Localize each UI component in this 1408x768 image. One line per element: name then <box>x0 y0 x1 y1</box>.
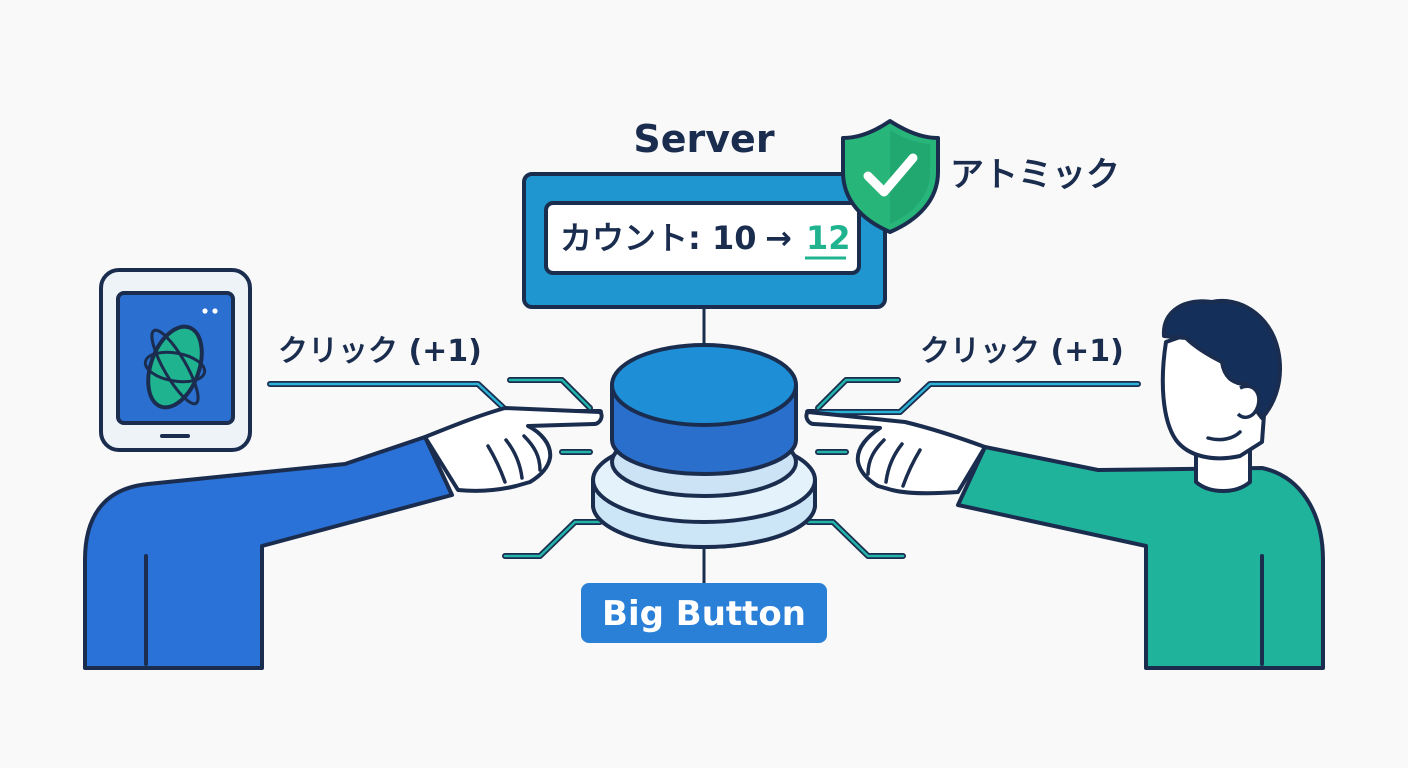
big-button-label: Big Button <box>581 583 827 643</box>
right-person <box>804 298 1325 670</box>
right-click-label: クリック (+1) <box>920 334 1124 369</box>
big-button-label-text: Big Button <box>602 594 806 634</box>
left-click-label: クリック (+1) <box>278 334 482 369</box>
right-click-line-inner <box>806 382 1140 414</box>
server-box: カウント: 10 → 12 <box>522 172 887 309</box>
counter-display <box>544 201 861 275</box>
counter-arrow: → <box>765 219 792 257</box>
trace-right-top <box>815 377 901 411</box>
shield-check-icon <box>841 119 940 234</box>
trace-left-top <box>507 377 593 411</box>
counter-label: カウント: 10 <box>560 219 756 257</box>
trace-left-bottom <box>502 519 603 559</box>
left-click-line <box>267 381 603 415</box>
left-person <box>83 406 604 670</box>
orbit-logo-icon <box>143 324 207 410</box>
trace-right-bottom <box>805 519 906 559</box>
tablet-icon <box>99 268 252 452</box>
server-title: Server <box>633 117 774 161</box>
right-click-line <box>805 381 1141 415</box>
left-click-line-inner <box>268 382 602 414</box>
atomic-label: アトミック <box>950 155 1120 195</box>
counter-new-value: 12 <box>806 219 851 257</box>
big-button[interactable] <box>591 343 817 549</box>
